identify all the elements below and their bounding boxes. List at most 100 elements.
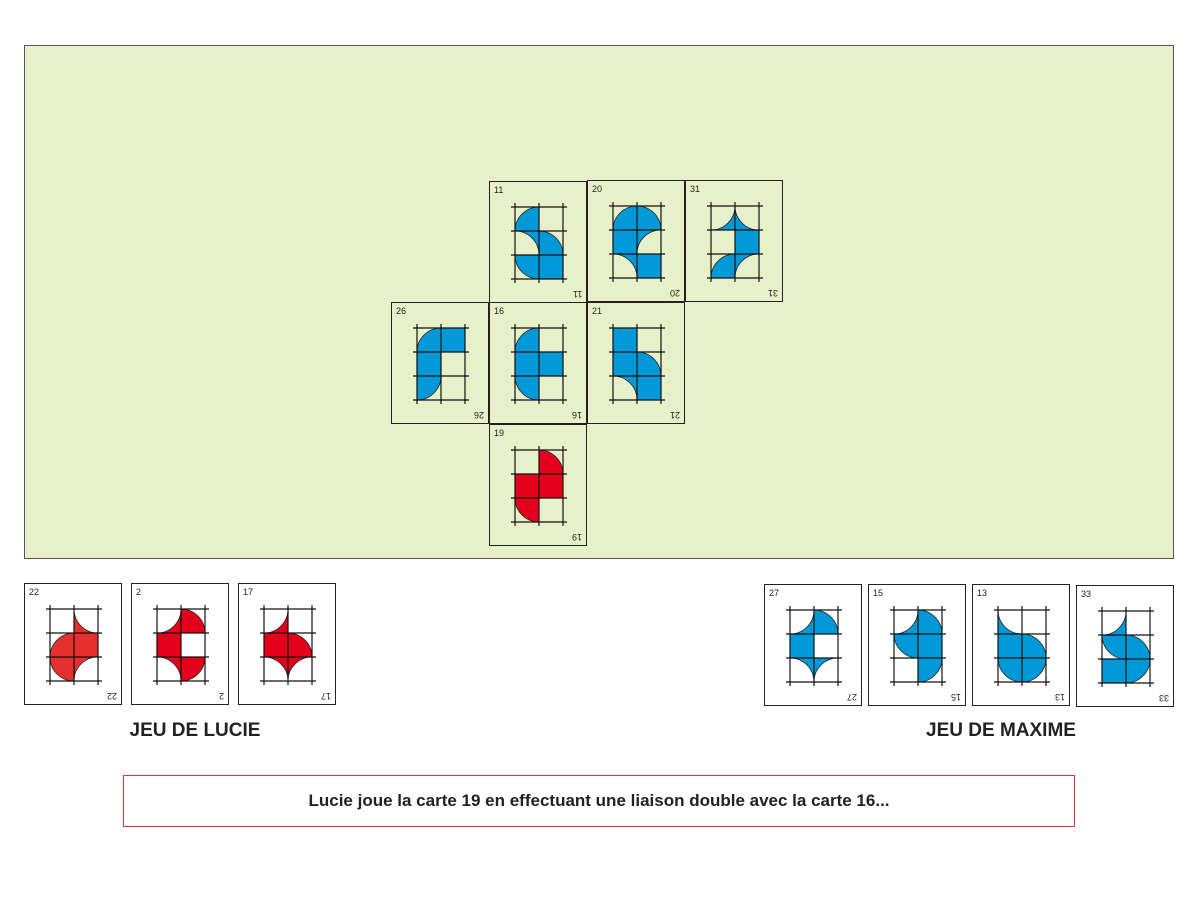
card-cell-shape [514,375,540,401]
card-cell-shape [612,229,638,255]
card-pattern [890,606,946,686]
card-number: 22 [29,587,40,597]
card-cell-shape [789,657,815,683]
card-cell-shape [514,497,540,523]
card-pattern [786,606,842,686]
card-cell-shape [156,608,182,634]
card-cell-shape [734,229,760,255]
card-number-inverted: 17 [320,691,331,701]
card-cell-shape [997,657,1023,683]
card-cell-shape [416,351,442,377]
card-cell-shape [813,609,839,635]
card-cell-shape [710,253,736,279]
card-number: 20 [592,184,603,194]
card-cell-shape [73,656,99,682]
maxime-hand-card-13[interactable]: 13 13 [972,584,1070,706]
card-cell-shape [1125,634,1151,660]
card-cell-shape [514,230,540,256]
card-number-inverted: 27 [846,692,857,702]
card-cell-shape [813,657,839,683]
lucie-hand-card-22[interactable]: 22 22 [24,583,122,705]
card-cell-shape [612,375,638,401]
card-number: 31 [690,184,701,194]
card-cell-shape [612,253,638,279]
card-number: 13 [977,588,988,598]
card-cell-shape [1101,634,1127,660]
card-cell-shape [156,656,182,682]
card-cell-shape [917,657,943,683]
card-cell-shape [73,632,99,658]
card-cell-shape [263,608,289,634]
card-pattern [609,324,665,404]
card-cell-shape [997,609,1023,635]
maxime-hand-card-33[interactable]: 33 33 [1076,585,1174,707]
card-cell-shape [893,633,919,659]
card-pattern [1098,607,1154,687]
card-number: 11 [494,185,504,195]
card-cell-shape [734,253,760,279]
board-card-11[interactable]: 11 11 [489,181,587,303]
card-cell-shape [734,205,760,231]
card-pattern [994,606,1050,686]
card-number-inverted: 20 [669,288,680,298]
maxime-hand-card-27[interactable]: 27 27 [764,584,862,706]
card-number-inverted: 26 [473,410,484,420]
card-cell-shape [1101,658,1127,684]
card-number: 27 [769,588,780,598]
card-cell-shape [538,254,564,280]
card-cell-shape [514,327,540,353]
card-cell-shape [416,327,442,353]
card-cell-shape [997,633,1023,659]
card-cell-shape [917,609,943,635]
card-cell-shape [514,473,540,499]
status-message: Lucie joue la carte 19 en effectuant une… [308,791,890,810]
card-number-inverted: 13 [1054,692,1065,702]
card-cell-shape [180,608,206,634]
card-number-inverted: 11 [572,289,582,299]
card-cell-shape [49,632,75,658]
card-cell-shape [612,327,638,353]
card-number: 2 [136,587,142,597]
card-number-inverted: 33 [1158,693,1169,703]
card-cell-shape [538,473,564,499]
card-cell-shape [416,375,442,401]
card-cell-shape [287,632,313,658]
card-cell-shape [636,375,662,401]
card-cell-shape [636,229,662,255]
card-number-inverted: 2 [218,691,224,701]
card-number: 26 [396,306,407,316]
card-number: 16 [494,306,505,316]
card-cell-shape [514,351,540,377]
card-cell-shape [1021,657,1047,683]
card-cell-shape [789,609,815,635]
card-pattern [46,605,102,685]
card-cell-shape [612,205,638,231]
card-cell-shape [636,205,662,231]
card-pattern [153,605,209,685]
card-cell-shape [917,633,943,659]
card-number: 15 [873,588,884,598]
card-cell-shape [893,609,919,635]
card-cell-shape [514,206,540,232]
card-pattern [260,605,316,685]
card-number: 33 [1081,589,1092,599]
card-number: 19 [494,428,505,438]
card-number-inverted: 16 [571,410,582,420]
status-message-box: Lucie joue la carte 19 en effectuant une… [123,775,1075,827]
board-card-26[interactable]: 26 26 [391,302,489,424]
card-number-inverted: 15 [950,692,961,702]
card-pattern [511,203,567,283]
card-cell-shape [1021,633,1047,659]
card-cell-shape [538,351,564,377]
card-pattern [511,446,567,526]
card-number-inverted: 22 [106,691,117,701]
card-cell-shape [636,351,662,377]
